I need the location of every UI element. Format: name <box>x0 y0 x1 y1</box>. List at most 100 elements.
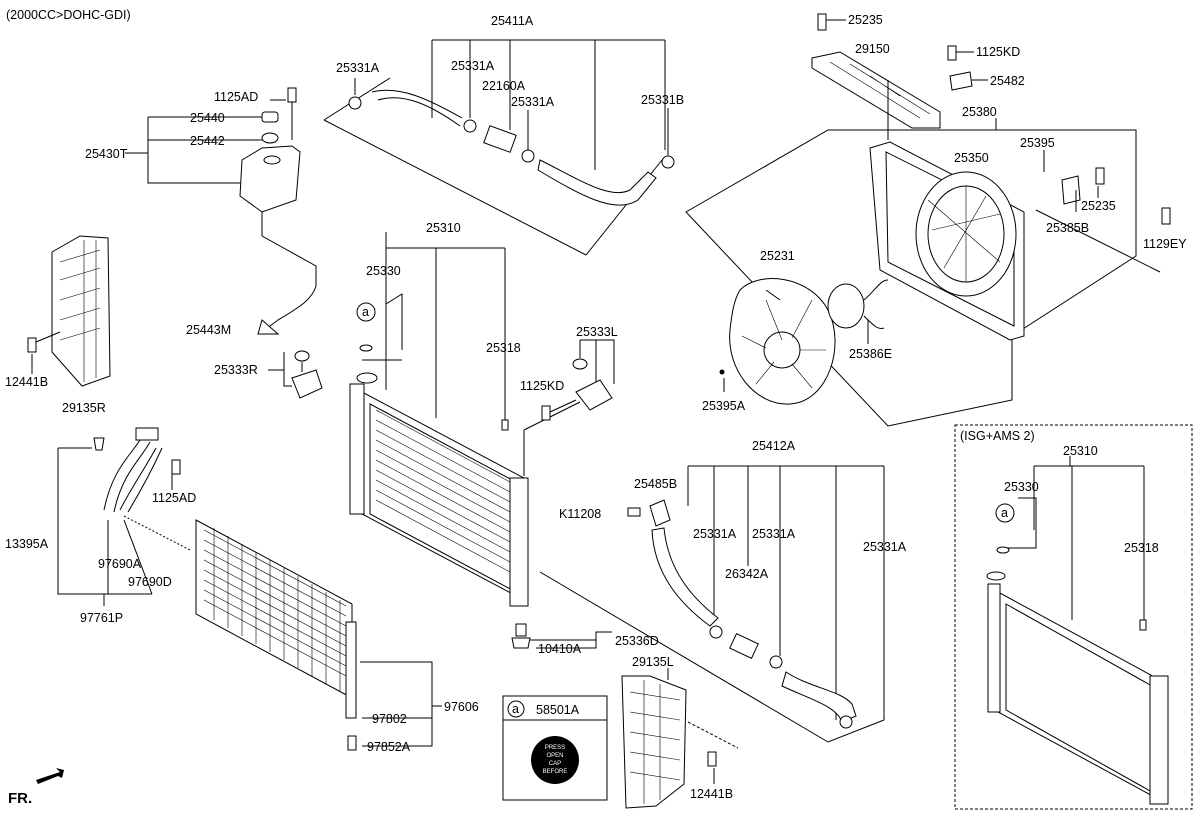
part-label-25235[interactable]: 25235 <box>1081 199 1116 213</box>
bolt-25235 <box>1095 167 1105 185</box>
part-label-26342A[interactable]: 26342A <box>725 567 769 581</box>
part-label-97606[interactable]: 97606 <box>444 700 479 714</box>
air-guard-29135L <box>621 668 739 809</box>
part-label-1125KD[interactable]: 1125KD <box>976 45 1020 59</box>
part-label-25331A[interactable]: 25331A <box>863 540 907 554</box>
part-label-25235[interactable]: 25235 <box>848 13 883 27</box>
part-label-97802[interactable]: 97802 <box>372 712 407 726</box>
part-label-58501A[interactable]: 58501A <box>536 703 580 717</box>
part-label-13395A[interactable]: 13395A <box>5 537 49 551</box>
part-label-25385B[interactable]: 25385B <box>1046 221 1089 235</box>
upper-hose-group <box>323 39 675 256</box>
part-label-25443M[interactable]: 25443M <box>186 323 231 337</box>
part-label-29135L[interactable]: 29135L <box>632 655 674 669</box>
part-label-29150[interactable]: 29150 <box>855 42 890 56</box>
label-callout-box: a 58501A PRESS OPEN CAP BEFORE <box>502 695 608 801</box>
part-label-25318[interactable]: 25318 <box>486 341 521 355</box>
warning-label-text: BEFORE <box>543 769 568 775</box>
part-label-25331A[interactable]: 25331A <box>511 95 555 109</box>
part-label-25310[interactable]: 25310 <box>1063 444 1098 458</box>
part-label-97761P[interactable]: 97761P <box>80 611 123 625</box>
lower-hose-group <box>539 465 885 743</box>
part-label-25440[interactable]: 25440 <box>190 111 225 125</box>
inset-isg-ams: a <box>954 424 1193 810</box>
resistor-25385B <box>1061 175 1081 205</box>
cap-97852A <box>347 735 357 751</box>
part-label-25386E[interactable]: 25386E <box>849 347 892 361</box>
fan-motor <box>827 283 865 329</box>
callout-marker: a <box>362 305 369 319</box>
part-label-25331A[interactable]: 25331A <box>451 59 495 73</box>
hose-clamp <box>709 625 723 639</box>
hose-clamp <box>769 655 783 669</box>
part-label-25331A[interactable]: 25331A <box>693 527 737 541</box>
part-label-1125AD[interactable]: 1125AD <box>152 491 196 505</box>
bolt-12441B <box>707 751 717 767</box>
ac-line-fitting <box>135 427 159 441</box>
front-direction-indicator: FR. <box>8 768 64 807</box>
part-label-97852A[interactable]: 97852A <box>367 740 411 754</box>
callout-marker: a <box>512 702 519 716</box>
part-label-25395A[interactable]: 25395A <box>702 399 746 413</box>
part-label-25395[interactable]: 25395 <box>1020 136 1055 150</box>
radiator-right-tank <box>509 477 529 607</box>
reservoir-tank <box>125 87 317 335</box>
plug-25318 <box>501 419 509 431</box>
bolt-K11208 <box>627 507 641 517</box>
part-label-10410A[interactable]: 10410A <box>538 642 582 656</box>
part-label-25380[interactable]: 25380 <box>962 105 997 119</box>
part-label-1125AD[interactable]: 1125AD <box>214 90 258 104</box>
part-label-25330[interactable]: 25330 <box>1004 480 1039 494</box>
part-label-25331B[interactable]: 25331B <box>641 93 684 107</box>
part-label-25333L[interactable]: 25333L <box>576 325 618 339</box>
part-label-97690D[interactable]: 97690D <box>128 575 172 589</box>
inset-left-tank <box>987 583 1001 713</box>
engine-header: (2000CC>DOHC-GDI) <box>6 8 131 22</box>
part-label-25318[interactable]: 25318 <box>1124 541 1159 555</box>
part-label-25442[interactable]: 25442 <box>190 134 225 148</box>
ac-lines-group <box>57 427 191 606</box>
gasket-25330 <box>996 546 1010 554</box>
hose-clamp <box>839 715 853 729</box>
warning-label-text: CAP <box>549 761 561 767</box>
part-label-25412A[interactable]: 25412A <box>752 439 796 453</box>
part-label-K11208[interactable]: K11208 <box>559 507 601 521</box>
bolt-25235 <box>817 13 827 31</box>
part-label-25231[interactable]: 25231 <box>760 249 795 263</box>
part-label-25330[interactable]: 25330 <box>366 264 401 278</box>
bracket-25333R <box>268 350 323 399</box>
part-label-12441B[interactable]: 12441B <box>5 375 48 389</box>
part-label-25331A[interactable]: 25331A <box>336 61 380 75</box>
part-label-25485B[interactable]: 25485B <box>634 477 677 491</box>
part-label-25336D[interactable]: 25336D <box>615 634 659 648</box>
part-label-12441B[interactable]: 12441B <box>690 787 733 801</box>
callout-circle-a <box>356 302 376 322</box>
fan-hub <box>763 331 801 369</box>
air-guard-29135R <box>27 235 111 387</box>
part-label-1125KD[interactable]: 1125KD <box>520 379 564 393</box>
part-label-1129EY[interactable]: 1129EY <box>1143 237 1187 251</box>
part-label-22160A[interactable]: 22160A <box>482 79 526 93</box>
radiator-left-tank <box>349 383 365 515</box>
part-label-97690A[interactable]: 97690A <box>98 557 142 571</box>
part-label-25331A[interactable]: 25331A <box>752 527 796 541</box>
part-label-25482[interactable]: 25482 <box>990 74 1025 88</box>
bolt-12441B <box>27 337 37 353</box>
radiator-25310: a <box>349 232 612 649</box>
filler-neck <box>986 571 1006 581</box>
part-label-25310[interactable]: 25310 <box>426 221 461 235</box>
part-label-29135R[interactable]: 29135R <box>62 401 106 415</box>
clip-25482 <box>949 71 973 91</box>
plug-25318 <box>1139 619 1147 631</box>
callout-marker: a <box>1001 506 1008 520</box>
hose-clamp <box>463 119 477 133</box>
part-label-25411A[interactable]: 25411A <box>491 14 534 28</box>
part-label-25350[interactable]: 25350 <box>954 151 989 165</box>
warning-label-disc <box>531 736 579 784</box>
part-label-25333R[interactable]: 25333R <box>214 363 258 377</box>
filler-neck <box>356 372 378 384</box>
hose-connector-26342A <box>729 633 759 659</box>
part-label-25430T[interactable]: 25430T <box>85 147 128 161</box>
gasket-25330 <box>359 344 373 352</box>
hose-clamp <box>521 149 535 163</box>
